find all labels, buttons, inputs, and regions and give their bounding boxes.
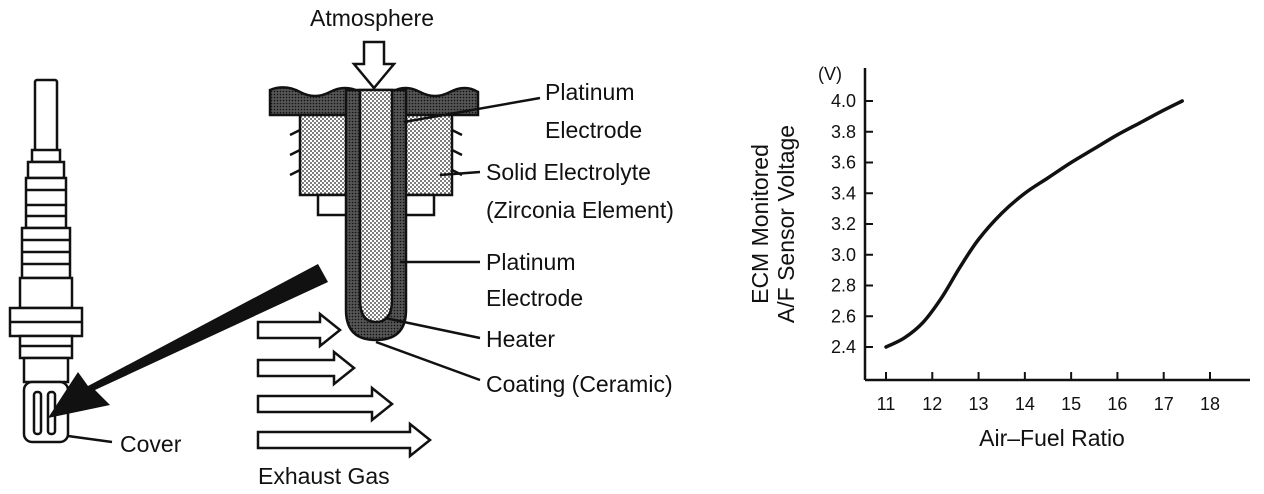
y-unit-label: (V) (818, 64, 842, 84)
label-platinum-electrode-bottom-2: Electrode (486, 285, 583, 311)
cover-leader (67, 434, 113, 444)
x-tick-label: 13 (969, 394, 989, 414)
label-exhaust-gas: Exhaust Gas (258, 463, 390, 489)
label-platinum-electrode-top-1: Platinum (545, 79, 634, 105)
x-tick-label: 16 (1107, 394, 1127, 414)
y-tick-label: 3.6 (831, 153, 856, 173)
atmosphere-arrow (351, 40, 397, 90)
label-atmosphere: Atmosphere (310, 5, 434, 31)
label-solid-electrolyte-2: (Zirconia Element) (486, 197, 674, 223)
leader-lines (375, 96, 541, 382)
x-tick-label: 18 (1200, 394, 1220, 414)
label-solid-electrolyte-1: Solid Electrolyte (486, 159, 651, 185)
y-tick-label: 2.4 (831, 337, 856, 357)
label-cover: Cover (120, 431, 182, 457)
y-axis-label-line1: ECM Monitored (747, 144, 773, 304)
x-tick-label: 17 (1154, 394, 1174, 414)
voltage-curve (884, 99, 1184, 349)
y-tick-label: 4.0 (831, 91, 856, 111)
y-tick-label: 3.2 (831, 214, 856, 234)
label-heater: Heater (486, 326, 555, 352)
y-tick-label: 3.4 (831, 183, 856, 203)
y-tick-label: 3.8 (831, 122, 856, 142)
label-coating: Coating (Ceramic) (486, 371, 673, 397)
pointer-arrow (48, 264, 328, 418)
x-tick-label: 12 (922, 394, 942, 414)
y-axis-label-line2: A/F Sensor Voltage (773, 125, 799, 323)
x-tick-label: 11 (877, 394, 896, 414)
zirconia-element (344, 88, 408, 342)
y-tick-label: 3.0 (831, 245, 856, 265)
x-axis-label: Air–Fuel Ratio (979, 425, 1125, 451)
sensor-body-illustration (8, 78, 84, 444)
x-tick-label: 15 (1061, 394, 1081, 414)
x-tick-label: 14 (1015, 394, 1035, 414)
label-platinum-electrode-top-2: Electrode (545, 117, 642, 143)
label-platinum-electrode-bottom-1: Platinum (486, 249, 575, 275)
y-tick-label: 2.6 (831, 306, 856, 326)
y-tick-label: 2.8 (831, 276, 856, 296)
voltage-chart: (V) ECM Monitored A/F Sensor Voltage Air… (747, 64, 1250, 451)
exhaust-arrows (256, 311, 433, 459)
